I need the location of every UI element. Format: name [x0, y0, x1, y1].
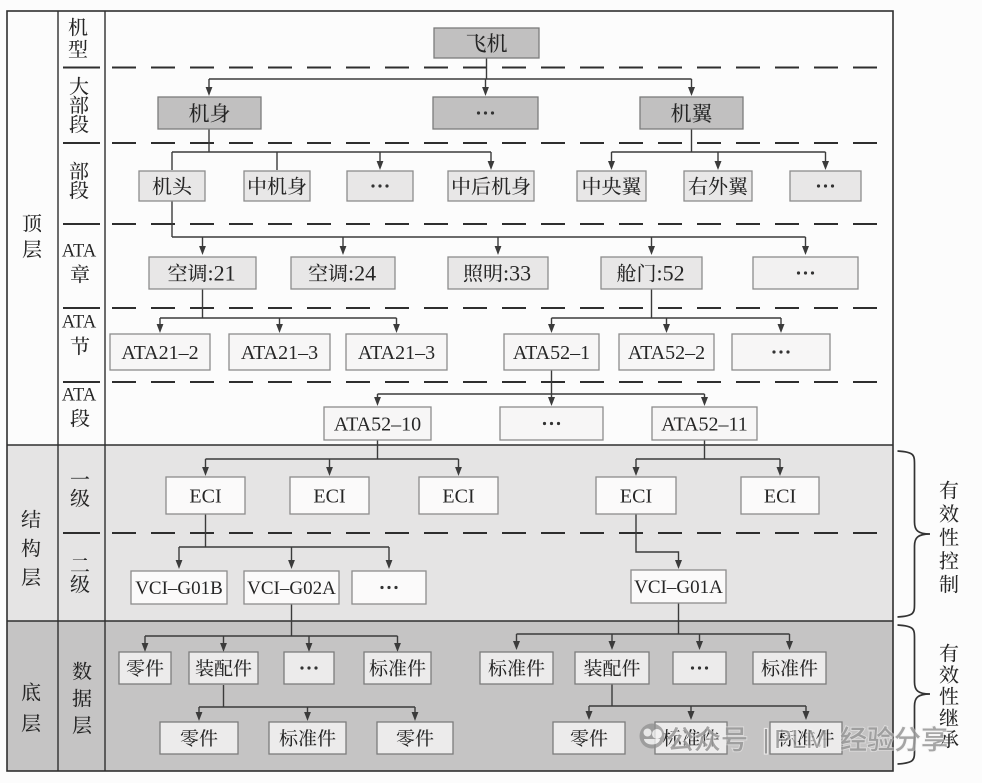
svg-text:ATA52–2: ATA52–2 — [628, 342, 705, 364]
svg-text:VCI–G01A: VCI–G01A — [634, 577, 723, 598]
svg-text:VCI–G01B: VCI–G01B — [135, 578, 223, 599]
svg-text::33: :33 — [503, 261, 531, 286]
svg-text:ATA52–11: ATA52–11 — [661, 413, 748, 435]
svg-text:ATA: ATA — [62, 385, 97, 405]
svg-text:ATA52–1: ATA52–1 — [513, 342, 590, 364]
svg-text::52: :52 — [657, 261, 685, 286]
svg-text:VCI–G02A: VCI–G02A — [247, 578, 336, 599]
svg-text:ECI: ECI — [764, 485, 796, 507]
svg-text:ECI: ECI — [313, 485, 345, 507]
svg-text:ECI: ECI — [189, 485, 221, 507]
svg-text:|: | — [763, 724, 770, 754]
svg-text:ATA21–3: ATA21–3 — [241, 342, 318, 364]
svg-text:ATA: ATA — [62, 312, 97, 332]
svg-text::21: :21 — [208, 261, 236, 286]
svg-text:ATA52–10: ATA52–10 — [334, 413, 421, 435]
svg-text::24: :24 — [348, 261, 376, 286]
svg-text:ATA: ATA — [62, 241, 97, 261]
svg-text:ATA21–3: ATA21–3 — [358, 342, 435, 364]
svg-text:PLM: PLM — [774, 724, 827, 754]
svg-text:ECI: ECI — [442, 485, 474, 507]
svg-text:ECI: ECI — [620, 485, 652, 507]
svg-text:ATA21–2: ATA21–2 — [121, 342, 198, 364]
